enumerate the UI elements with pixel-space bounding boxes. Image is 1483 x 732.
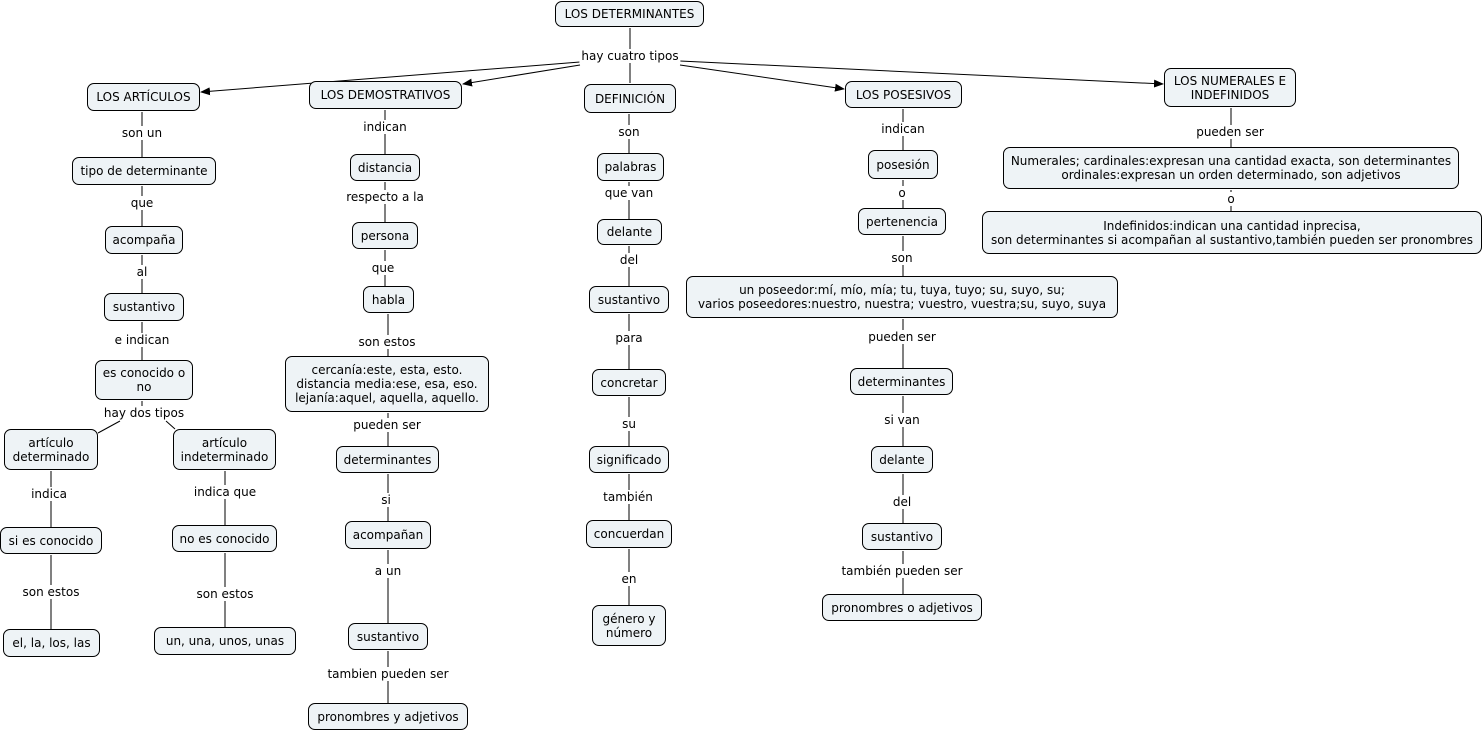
node-pos-lista[interactable]: un poseedor:mí, mío, mía; tu, tuya, tuyo… xyxy=(686,276,1118,318)
label-al: al xyxy=(134,265,150,279)
node-si-es-conocido[interactable]: si es conocido xyxy=(0,527,102,554)
node-pronombres-o-adjetivos[interactable]: pronombres o adjetivos xyxy=(822,594,982,621)
node-tipo-de-determinante[interactable]: tipo de determinante xyxy=(72,157,216,185)
node-pos-delante[interactable]: delante xyxy=(871,446,933,473)
node-el-la-los-las[interactable]: el, la, los, las xyxy=(3,629,100,657)
node-pronombres-y-adjetivos[interactable]: pronombres y adjetivos xyxy=(308,703,468,730)
node-indefinidos-detalle[interactable]: Indefinidos:indican una cantidad inpreci… xyxy=(982,211,1482,254)
label-dem-que: que xyxy=(369,261,397,275)
node-pos-determinantes[interactable]: determinantes xyxy=(850,368,953,395)
label-def-tambien: también xyxy=(601,490,655,504)
node-def-delante[interactable]: delante xyxy=(597,219,662,245)
node-concretar[interactable]: concretar xyxy=(592,369,666,396)
edge-art-split-left xyxy=(97,420,121,434)
arrow-to-articulos xyxy=(200,61,581,96)
node-articulo-indeterminado[interactable]: artículo indeterminado xyxy=(173,429,276,470)
label-pos-pueden-ser: pueden ser xyxy=(866,330,938,344)
node-no-es-conocido[interactable]: no es conocido xyxy=(172,525,277,552)
node-definicion[interactable]: DEFINICIÓN xyxy=(584,84,676,113)
node-persona[interactable]: persona xyxy=(352,222,418,249)
label-pos-indican: indican xyxy=(879,122,927,136)
label-dem-pueden-ser: pueden ser xyxy=(351,418,423,432)
label-hay-dos-tipos: hay dos tipos xyxy=(101,406,187,420)
label-dem-si: si xyxy=(379,493,393,507)
label-indica: indica xyxy=(29,487,69,501)
node-posesion[interactable]: posesión xyxy=(868,150,938,179)
node-pos-sustantivo[interactable]: sustantivo xyxy=(862,523,942,550)
node-un-una-unos-unas[interactable]: un, una, unos, unas xyxy=(154,627,296,655)
label-que-van: que van xyxy=(602,186,656,200)
label-e-indican: e indican xyxy=(112,333,172,347)
node-habla[interactable]: habla xyxy=(363,286,414,313)
label-num-o: o xyxy=(1225,192,1237,206)
label-def-son: son xyxy=(616,125,642,139)
node-dem-sustantivo[interactable]: sustantivo xyxy=(348,623,428,650)
label-indica-que: indica que xyxy=(191,485,259,499)
label-son-estos-determinado: son estos xyxy=(20,585,82,599)
label-en: en xyxy=(619,572,639,586)
node-los-posesivos[interactable]: LOS POSESIVOS xyxy=(845,81,962,108)
node-los-determinantes[interactable]: LOS DETERMINANTES xyxy=(555,1,704,27)
label-pos-o: o xyxy=(896,186,908,200)
node-acompanan[interactable]: acompañan xyxy=(345,521,431,549)
node-acompana[interactable]: acompaña xyxy=(105,226,183,254)
label-num-pueden-ser: pueden ser xyxy=(1194,125,1266,139)
node-numerales-detalle[interactable]: Numerales; cardinales:expresan una canti… xyxy=(1003,147,1459,189)
label-son-estos-indeterminado: son estos xyxy=(194,587,256,601)
node-es-conocido[interactable]: es conocido o no xyxy=(95,360,193,400)
node-distancia[interactable]: distancia xyxy=(350,154,420,181)
label-hay-cuatro-tipos: hay cuatro tipos xyxy=(579,49,681,63)
label-pos-del: del xyxy=(890,495,914,509)
label-su: su xyxy=(620,417,638,431)
arrow-to-numerales xyxy=(679,60,1164,88)
label-a-un: a un xyxy=(372,564,404,578)
edge-art-split-right xyxy=(165,420,176,430)
label-pos-son: son xyxy=(889,251,915,265)
label-si-van: si van xyxy=(882,413,922,427)
label-dem-indican: indican xyxy=(361,120,409,134)
node-los-demostrativos[interactable]: LOS DEMOSTRATIVOS xyxy=(309,81,462,109)
node-pertenencia[interactable]: pertenencia xyxy=(858,208,946,235)
node-articulo-determinado[interactable]: artículo determinado xyxy=(4,429,98,470)
label-para: para xyxy=(613,331,645,345)
node-art-sustantivo[interactable]: sustantivo xyxy=(104,293,184,321)
node-palabras[interactable]: palabras xyxy=(597,153,664,181)
label-respecto-a-la: respecto a la xyxy=(344,190,426,204)
label-son-un: son un xyxy=(119,126,165,140)
node-los-articulos[interactable]: LOS ARTÍCULOS xyxy=(87,83,200,111)
arrow-to-demostrativos xyxy=(462,64,581,87)
label-pos-tambien-pueden-ser: también pueden ser xyxy=(839,564,965,578)
node-dem-determinantes[interactable]: determinantes xyxy=(336,446,439,473)
arrow-to-posesivos xyxy=(679,64,845,92)
label-dem-son-estos: son estos xyxy=(356,335,418,349)
node-genero-y-numero[interactable]: género y número xyxy=(592,605,666,646)
node-def-sustantivo[interactable]: sustantivo xyxy=(589,286,669,313)
label-que: que xyxy=(128,196,156,210)
label-tambien-pueden-ser: tambien pueden ser xyxy=(325,667,451,681)
node-los-numerales[interactable]: LOS NUMERALES E INDEFINIDOS xyxy=(1164,68,1296,107)
node-dem-lista[interactable]: cercanía:este, esta, esto. distancia med… xyxy=(285,356,489,412)
node-concuerdan[interactable]: concuerdan xyxy=(586,520,672,548)
node-significado[interactable]: significado xyxy=(589,446,669,473)
label-def-del: del xyxy=(617,253,641,267)
